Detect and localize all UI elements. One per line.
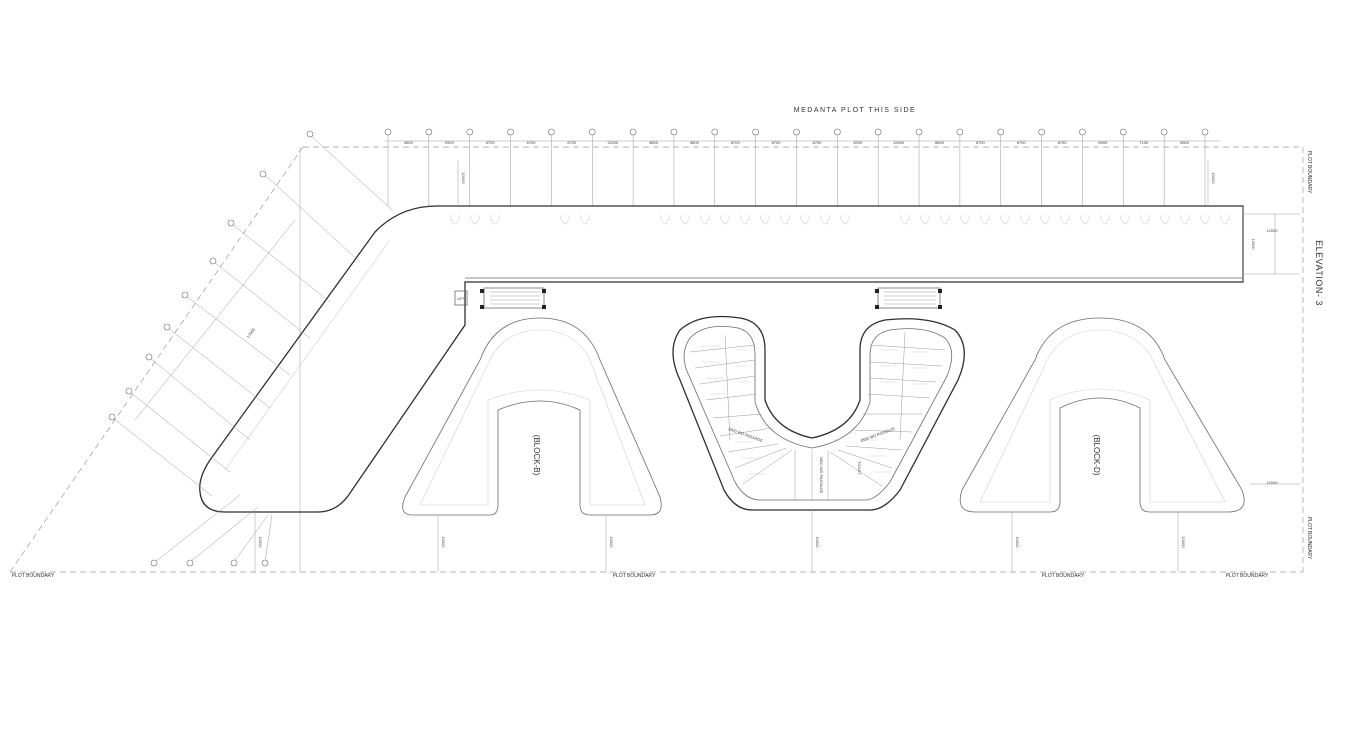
grid-bubble: [834, 128, 841, 136]
top-dimension-label: 11500: [607, 140, 619, 145]
top-dimension-label: 8700: [1017, 140, 1027, 145]
plot-boundary-label-mid: PLOT BOUNDARY: [613, 573, 656, 579]
offset-dim-right: 10000: [1211, 172, 1216, 184]
plot-side-title: MEDANTA PLOT THIS SIDE: [794, 107, 916, 114]
left-bottom-dim: 10000: [258, 536, 263, 548]
stair-core-left: LIFT: [454, 287, 546, 309]
block-d: (BLOCK-D): [959, 317, 1245, 513]
top-grid-axes: 4800 2900 8700 8700 8700 11500 5800 5800 8700 870…: [384, 128, 1220, 206]
top-dimension-label: 8700: [527, 140, 537, 145]
grid-bubble: [588, 128, 596, 136]
main-podium-slab: [199, 205, 1300, 513]
grid-bubble: [466, 128, 474, 136]
grid-bubble: [793, 128, 800, 136]
bottom-dim-4: 10000: [1015, 536, 1020, 548]
grid-bubble: [752, 128, 759, 136]
grid-bubble: [1160, 128, 1168, 136]
plot-boundary-label-left: PLOT BOUNDARY: [12, 573, 55, 579]
left-angled-dimension: 17000: [246, 327, 257, 340]
grid-bubble: [548, 128, 555, 136]
grid-bubble: [1120, 128, 1127, 136]
plot-boundary-label-right2: PLOT BOUNDARY: [1226, 573, 1269, 579]
top-dimension-label: 12600: [893, 140, 905, 145]
bottom-dim-2: 10000: [609, 536, 614, 548]
top-dimension-label: 7100: [1139, 140, 1149, 145]
top-dimension-label: 4800: [404, 140, 414, 145]
top-dimension-label: 8700: [731, 140, 741, 145]
grid-bubble: [507, 128, 514, 136]
passage-label-right: 1800 WD PASSAGE: [859, 426, 895, 443]
central-commercial-block: 1800 WD PASSAGE 1800 WD PASSAGE 1800 WD …: [672, 315, 965, 511]
grid-bubble: [670, 128, 678, 136]
right-dimensions: 12000 12000: [1250, 228, 1300, 485]
passage-label-center: 1800 WD PASSAGE: [819, 457, 824, 494]
stair-core-right: [875, 287, 942, 309]
elevation-label: ELEVATION- 3: [1314, 240, 1324, 306]
grid-bubble: [384, 128, 392, 136]
bottom-left-grid-axes: [150, 494, 273, 567]
grid-bubble: [1201, 128, 1209, 136]
top-offset-dimensions: 10000 10000 12000: [457, 160, 1256, 250]
grid-bubble: [1038, 128, 1045, 136]
offset-dim-left: 10000: [461, 172, 466, 184]
toilet-label: TOILET: [857, 461, 862, 475]
bottom-dim-3: 10000: [815, 536, 820, 548]
top-dimension-label: 8700: [567, 140, 577, 145]
grid-bubble: [711, 128, 719, 136]
right-dim-bottom: 12000: [1266, 480, 1278, 485]
top-dimension-label: 8700: [486, 140, 496, 145]
top-dimension-label: 5800: [1180, 140, 1190, 145]
bottom-dim-5: 10000: [1181, 536, 1186, 548]
top-dimension-label: 8700: [812, 140, 822, 145]
grid-bubble: [956, 128, 964, 136]
top-dimension-label: 8800: [935, 140, 945, 145]
block-b-label: (BLOCK-B): [532, 435, 541, 476]
left-angled-dimensions: 17000: [108, 130, 393, 497]
top-dimension-label: 5800: [690, 140, 700, 145]
plot-boundary-label-vert-top: PLOT BOUNDARY: [1306, 151, 1312, 194]
plot-boundary-label-right1: PLOT BOUNDARY: [1042, 573, 1085, 579]
plot-boundary-lines: [9, 146, 1304, 573]
grid-bubble: [915, 128, 923, 136]
grid-bubble: [1079, 128, 1086, 136]
grid-bubble: [425, 128, 433, 136]
top-dimension-label: 8700: [1058, 140, 1068, 145]
block-d-label: (BLOCK-D): [1092, 435, 1101, 476]
grid-bubble: [629, 128, 637, 136]
block-b: (BLOCK-B): [402, 317, 662, 516]
top-dimension-label: 8200: [853, 140, 863, 145]
grid-bubble: [997, 128, 1005, 136]
top-dimension-label: 2900: [445, 140, 455, 145]
top-dimension-label: 8700: [976, 140, 986, 145]
lift-label-left: LIFT: [457, 296, 466, 301]
bottom-dim-1: 10000: [441, 536, 446, 548]
top-dimension-label: 8900: [1098, 140, 1108, 145]
right-dim-top: 12000: [1266, 228, 1278, 233]
top-dimension-label: 8700: [772, 140, 782, 145]
top-dimension-label: 5800: [649, 140, 659, 145]
corridor-width-dim: 12000: [1251, 238, 1256, 250]
plot-boundary-label-vert-bot: PLOT BOUNDARY: [1306, 517, 1312, 560]
bottom-dimensions: 10000 10000 10000 10000 10000 10000: [254, 510, 1186, 572]
passage-label-left: 1800 WD PASSAGE: [727, 426, 763, 443]
grid-bubble: [874, 128, 882, 136]
